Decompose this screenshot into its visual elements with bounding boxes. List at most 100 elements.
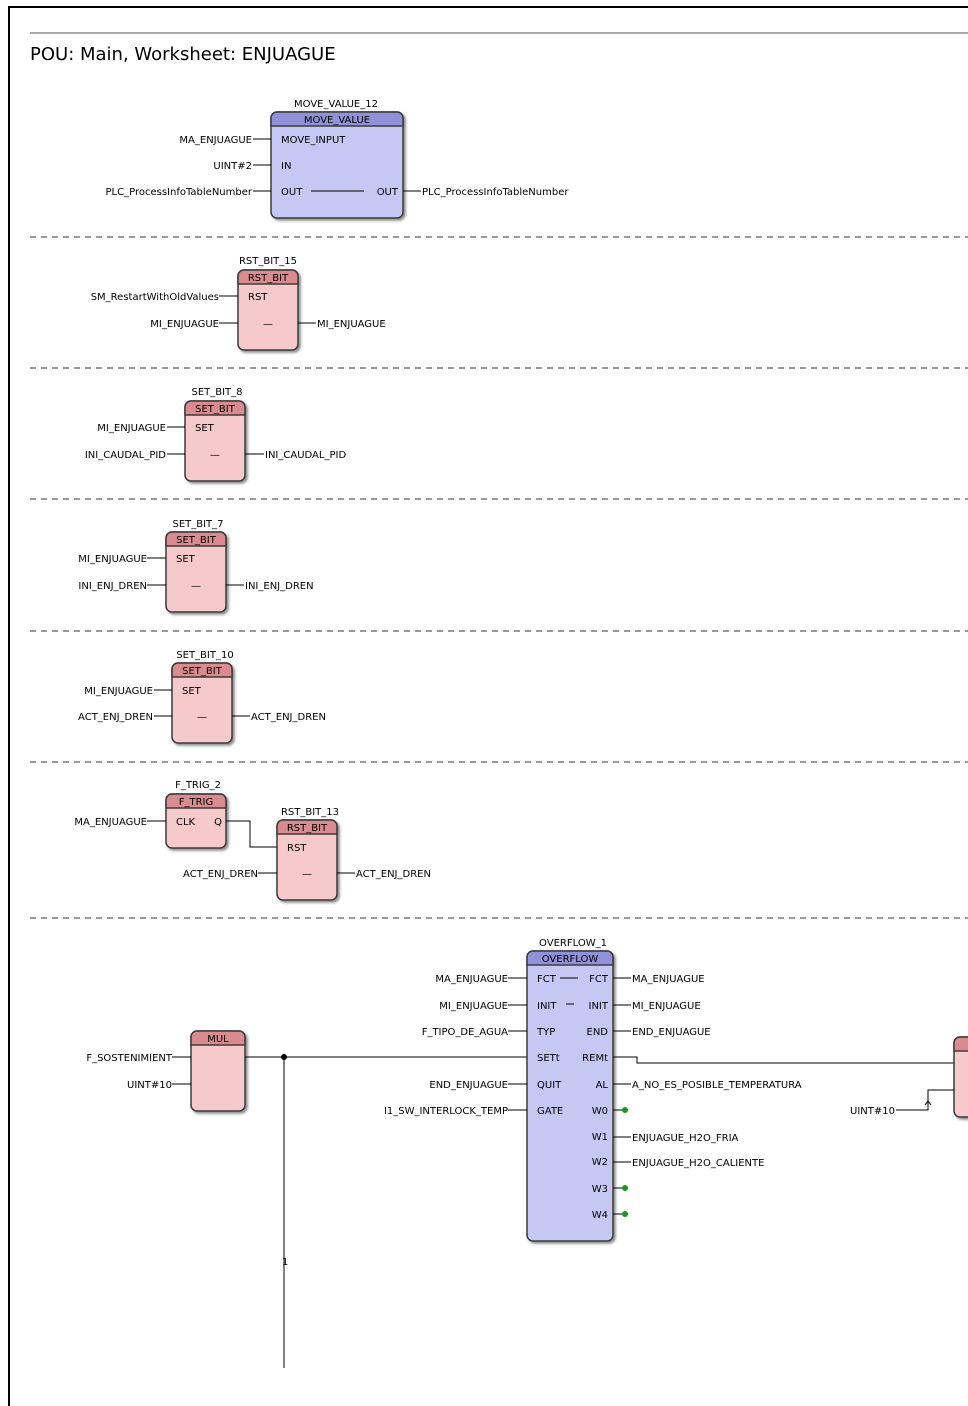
set-bit-block[interactable] xyxy=(165,531,227,613)
input-variable[interactable]: UINT#10 xyxy=(127,1080,172,1091)
rung-6: F_TRIG_2 F_TRIG CLK Q MA_ENJUAGUE RST_BI… xyxy=(74,780,431,901)
fbd-diagram: MOVE_VALUE_12 MOVE_VALUE MOVE_INPUT IN O… xyxy=(30,32,968,1368)
pin-label: INIT xyxy=(589,1001,609,1012)
pin-label: GATE xyxy=(537,1106,563,1117)
block-type-label: MUL xyxy=(207,1034,229,1045)
rung-5: SET_BIT_10 SET_BIT SET — MI_ENJUAGUE ACT… xyxy=(78,650,326,744)
page-title: POU: Main, Worksheet: ENJUAGUE xyxy=(30,44,336,65)
block-instance-name: SET_BIT_7 xyxy=(172,519,223,530)
pin-label: W0 xyxy=(592,1106,608,1117)
connection-wire xyxy=(896,1089,954,1111)
input-variable[interactable]: F_TIPO_DE_AGUA xyxy=(422,1027,508,1038)
block-instance-name: F_TRIG_2 xyxy=(175,780,221,791)
pin-label: SET xyxy=(176,554,196,565)
block-type-label: SET_BIT xyxy=(182,666,223,677)
arrow-icon xyxy=(924,1100,932,1106)
input-variable[interactable]: MA_ENJUAGUE xyxy=(435,974,508,985)
block-type-label: SET_BIT xyxy=(195,404,236,415)
set-bit-block[interactable] xyxy=(171,662,233,744)
output-variable[interactable]: A_NO_ES_POSIBLE_TEMPERATURA xyxy=(632,1080,802,1091)
block-instance-name: OVERFLOW_1 xyxy=(539,938,607,949)
input-variable[interactable]: UINT#2 xyxy=(213,161,252,172)
input-variable[interactable]: ACT_ENJ_DREN xyxy=(78,712,153,723)
pin-label: OUT xyxy=(377,187,399,198)
block-instance-name: SET_BIT_10 xyxy=(176,650,233,661)
pin-label: FCT xyxy=(589,974,609,985)
worksheet-frame xyxy=(8,6,968,1406)
pin-label: TYP xyxy=(536,1027,555,1038)
pin-label: QUIT xyxy=(537,1080,562,1091)
pin-label: W3 xyxy=(592,1184,608,1195)
input-variable[interactable]: END_ENJUAGUE xyxy=(429,1080,508,1091)
move-value-block[interactable] xyxy=(270,111,404,219)
rung-3: SET_BIT_8 SET_BIT SET — MI_ENJUAGUE INI_… xyxy=(85,387,346,482)
f-trig-block[interactable] xyxy=(165,793,227,849)
output-variable[interactable]: ENJUAGUE_H2O_CALIENTE xyxy=(632,1158,764,1169)
pin-label: W4 xyxy=(592,1210,608,1221)
rung-2: RST_BIT_15 RST_BIT RST — SM_RestartWithO… xyxy=(91,256,386,351)
block-instance-name: SET_BIT_8 xyxy=(191,387,242,398)
output-variable[interactable]: ENJUAGUE_H2O_FRIA xyxy=(632,1133,739,1144)
block-type-label: SET_BIT xyxy=(176,535,217,546)
rung-separators xyxy=(30,236,968,919)
input-variable[interactable]: PLC_ProcessInfoTableNumber xyxy=(106,187,253,198)
block-type-label: F_TRIG xyxy=(179,797,214,808)
pin-label: FCT xyxy=(537,974,557,985)
output-variable[interactable]: MA_ENJUAGUE xyxy=(632,974,705,985)
output-variable[interactable]: INI_ENJ_DREN xyxy=(245,581,314,592)
pin-label: IN xyxy=(281,161,291,172)
pin-label: — xyxy=(210,450,220,461)
mul-block[interactable] xyxy=(190,1030,246,1112)
input-variable[interactable]: INI_CAUDAL_PID xyxy=(85,450,166,461)
input-variable[interactable]: MI_ENJUAGUE xyxy=(439,1001,508,1012)
pin-label: INIT xyxy=(537,1001,557,1012)
pin-label: MOVE_INPUT xyxy=(281,135,346,146)
pin-label: OUT xyxy=(281,187,303,198)
input-variable[interactable]: SM_RestartWithOldValues xyxy=(91,292,219,303)
unconnected-pin-icon[interactable] xyxy=(622,1107,628,1113)
pin-label: RST xyxy=(287,843,307,854)
block-type-label: RST_BIT xyxy=(248,273,289,284)
input-variable[interactable]: MI_ENJUAGUE xyxy=(97,423,166,434)
block-instance-name: RST_BIT_15 xyxy=(239,256,297,267)
pin-label: W1 xyxy=(592,1132,608,1143)
output-variable[interactable]: INI_CAUDAL_PID xyxy=(265,450,346,461)
rst-bit-block[interactable] xyxy=(237,269,299,351)
input-variable[interactable]: UINT#10 xyxy=(850,1106,895,1117)
unconnected-pin-icon[interactable] xyxy=(622,1185,628,1191)
pin-label: AL xyxy=(596,1080,609,1091)
input-variable[interactable]: I1_SW_INTERLOCK_TEMP xyxy=(384,1106,508,1117)
rung-7: MUL F_SOSTENIMIENT UINT#10 1 OVERFLOW_1 … xyxy=(86,938,968,1368)
pin-label: Q xyxy=(214,817,222,828)
pin-label: — xyxy=(263,319,273,330)
overflow-block[interactable] xyxy=(526,950,614,1242)
pin-label: END xyxy=(587,1027,609,1038)
block-type-label: OVERFLOW xyxy=(542,954,599,965)
output-variable[interactable]: MI_ENJUAGUE xyxy=(317,319,386,330)
pin-label: SETt xyxy=(537,1053,560,1064)
unconnected-pin-icon[interactable] xyxy=(622,1211,628,1217)
input-variable[interactable]: MI_ENJUAGUE xyxy=(150,319,219,330)
rung-1: MOVE_VALUE_12 MOVE_VALUE MOVE_INPUT IN O… xyxy=(106,99,569,219)
output-variable[interactable]: PLC_ProcessInfoTableNumber xyxy=(422,187,569,198)
output-variable[interactable]: ACT_ENJ_DREN xyxy=(251,712,326,723)
block-instance-name: MOVE_VALUE_12 xyxy=(294,99,378,110)
input-variable[interactable]: F_SOSTENIMIENT xyxy=(86,1053,173,1064)
pin-label: RST xyxy=(248,292,268,303)
input-variable[interactable]: ACT_ENJ_DREN xyxy=(183,869,258,880)
input-variable[interactable]: MI_ENJUAGUE xyxy=(78,554,147,565)
input-variable[interactable]: INI_ENJ_DREN xyxy=(78,581,147,592)
pin-label: W2 xyxy=(592,1157,608,1168)
set-bit-block[interactable] xyxy=(184,400,246,482)
rst-bit-block[interactable] xyxy=(276,819,338,901)
output-variable[interactable]: MI_ENJUAGUE xyxy=(632,1001,701,1012)
partial-block-right[interactable] xyxy=(953,1036,968,1118)
output-variable[interactable]: END_ENJUAGUE xyxy=(632,1027,711,1038)
input-variable[interactable]: MI_ENJUAGUE xyxy=(84,686,153,697)
rung-4: SET_BIT_7 SET_BIT SET — MI_ENJUAGUE INI_… xyxy=(78,519,314,613)
block-instance-name: RST_BIT_13 xyxy=(281,807,339,818)
input-variable[interactable]: MA_ENJUAGUE xyxy=(74,817,147,828)
input-variable[interactable]: MA_ENJUAGUE xyxy=(179,135,252,146)
pin-label: — xyxy=(302,869,312,880)
output-variable[interactable]: ACT_ENJ_DREN xyxy=(356,869,431,880)
